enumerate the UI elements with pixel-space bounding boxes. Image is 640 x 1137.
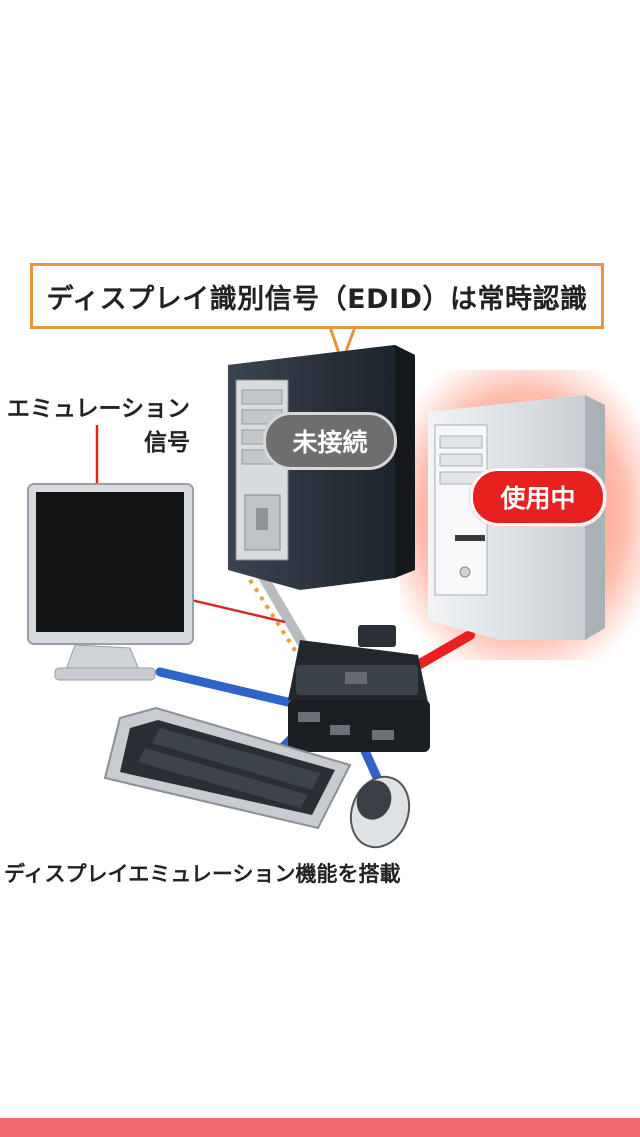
edid-callout-text: ディスプレイ識別信号（EDID）は常時認識 (46, 283, 588, 315)
status-badge-in-use: 使用中 (470, 468, 606, 526)
kvm-switch (288, 625, 430, 752)
status-badge-in-use-text: 使用中 (500, 484, 576, 513)
status-badge-unconnected-text: 未接続 (292, 428, 368, 457)
usb-cable-monitor (155, 667, 297, 708)
inactive-cable (257, 570, 310, 653)
keyboard (103, 706, 352, 830)
emulation-signal-label-line1: エミュレーション (6, 396, 190, 422)
mouse (349, 775, 411, 849)
feature-caption: ディスプレイエミュレーション機能を搭載 (4, 862, 401, 886)
emulation-signal-label-line2: 信号 (144, 430, 190, 456)
monitor (27, 483, 194, 681)
status-badge-unconnected: 未接続 (263, 412, 397, 470)
edid-callout: ディスプレイ識別信号（EDID）は常時認識 (30, 263, 604, 329)
active-cable (408, 630, 475, 673)
accent-bar (0, 1118, 640, 1137)
emulation-signal-label: エミュレーション 信号 (0, 392, 190, 460)
